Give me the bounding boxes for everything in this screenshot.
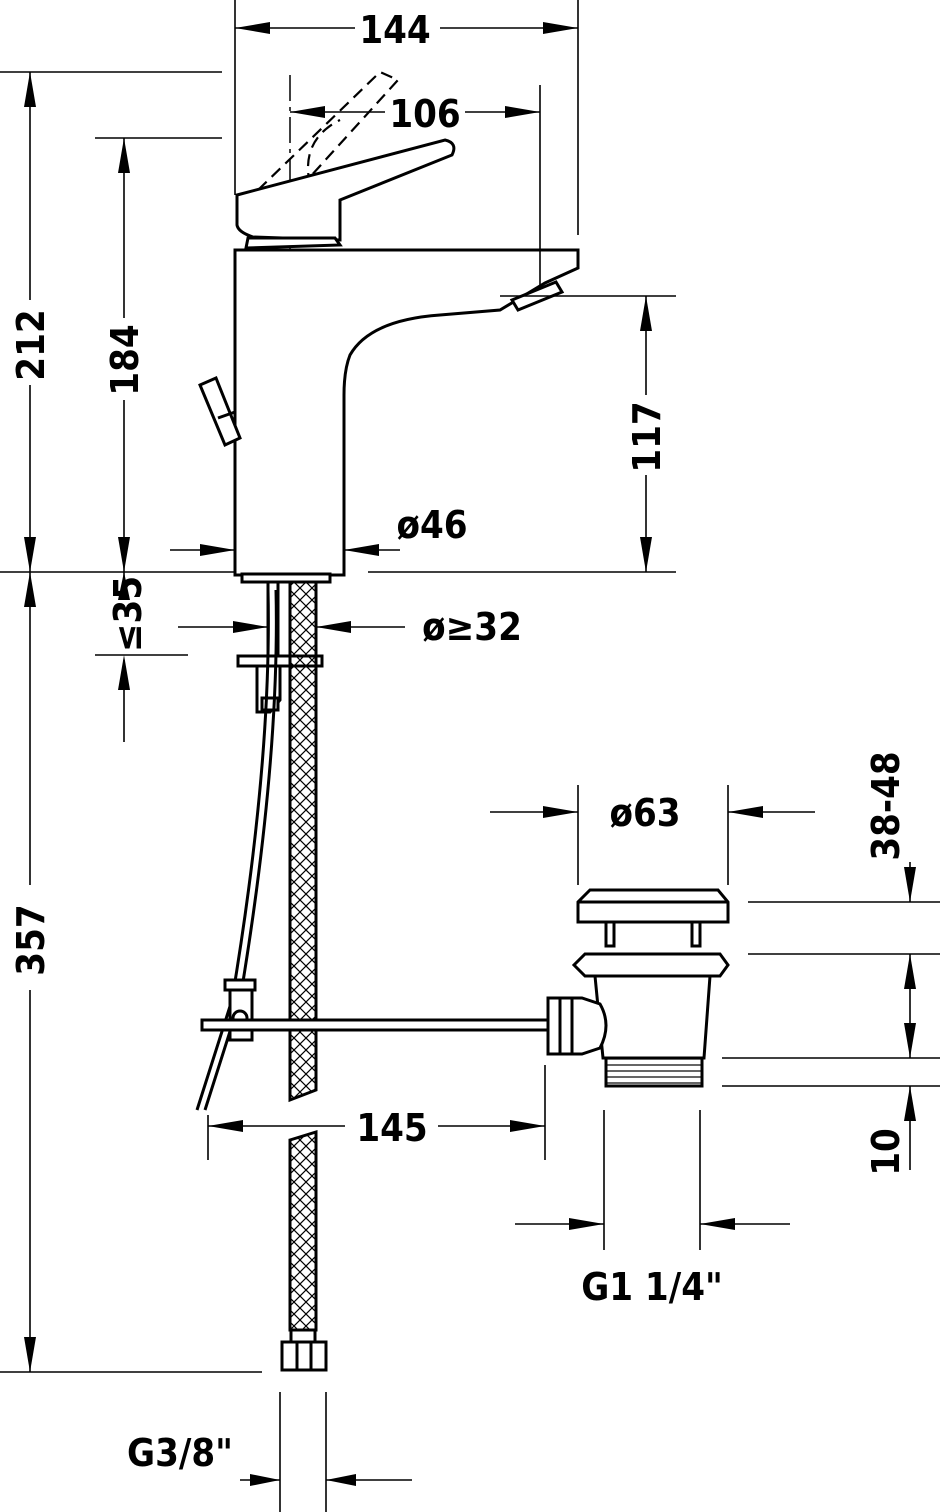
dim-rod-length-label: 145 (356, 1106, 427, 1150)
base-flange (240, 572, 332, 584)
dim-deck-thickness-label: ≤35 (106, 576, 150, 652)
dim-spout-reach-label: 106 (389, 92, 460, 136)
faucet-body (233, 248, 580, 577)
pop-up-drain (546, 888, 730, 1088)
drain-plug (576, 888, 730, 924)
dim-total-height-label: 212 (9, 309, 53, 380)
dim-body-height-label: 184 (103, 324, 147, 395)
dimension-labels: 144 106 212 184 117 ø46 ø≥32 ≤35 ø63 38-… (9, 8, 908, 1475)
dim-drain-diameter-label: ø63 (609, 791, 680, 835)
dim-body-diameter-label: ø46 (396, 503, 467, 547)
pop-up-lever (198, 376, 242, 448)
lever (235, 138, 456, 242)
hose-fitting (289, 1328, 317, 1344)
drain-thread (604, 1056, 704, 1088)
dim-hole-diameter-label: ø≥32 (422, 605, 522, 649)
supply-hose-lower (288, 1129, 318, 1332)
drain-flange (571, 952, 730, 978)
connector-rod (200, 1018, 554, 1032)
drain-body (593, 974, 712, 1060)
hose-nut (280, 1340, 328, 1372)
lever-base (244, 236, 343, 250)
pull-rod (203, 589, 278, 1111)
drain-side-connector (546, 996, 608, 1056)
dim-width-total-label: 144 (359, 8, 430, 52)
dim-thread-length-label: 10 (864, 1128, 908, 1176)
faucet (195, 70, 580, 1372)
thread-drain-label: G1 1/4" (581, 1265, 723, 1309)
supply-hose (288, 580, 318, 1103)
thread-hose-label: G3/8" (127, 1431, 233, 1475)
dim-hose-length-label: 357 (9, 904, 53, 975)
dim-drain-height-label: 38-48 (864, 751, 908, 860)
dim-spout-height-label: 117 (625, 401, 669, 472)
